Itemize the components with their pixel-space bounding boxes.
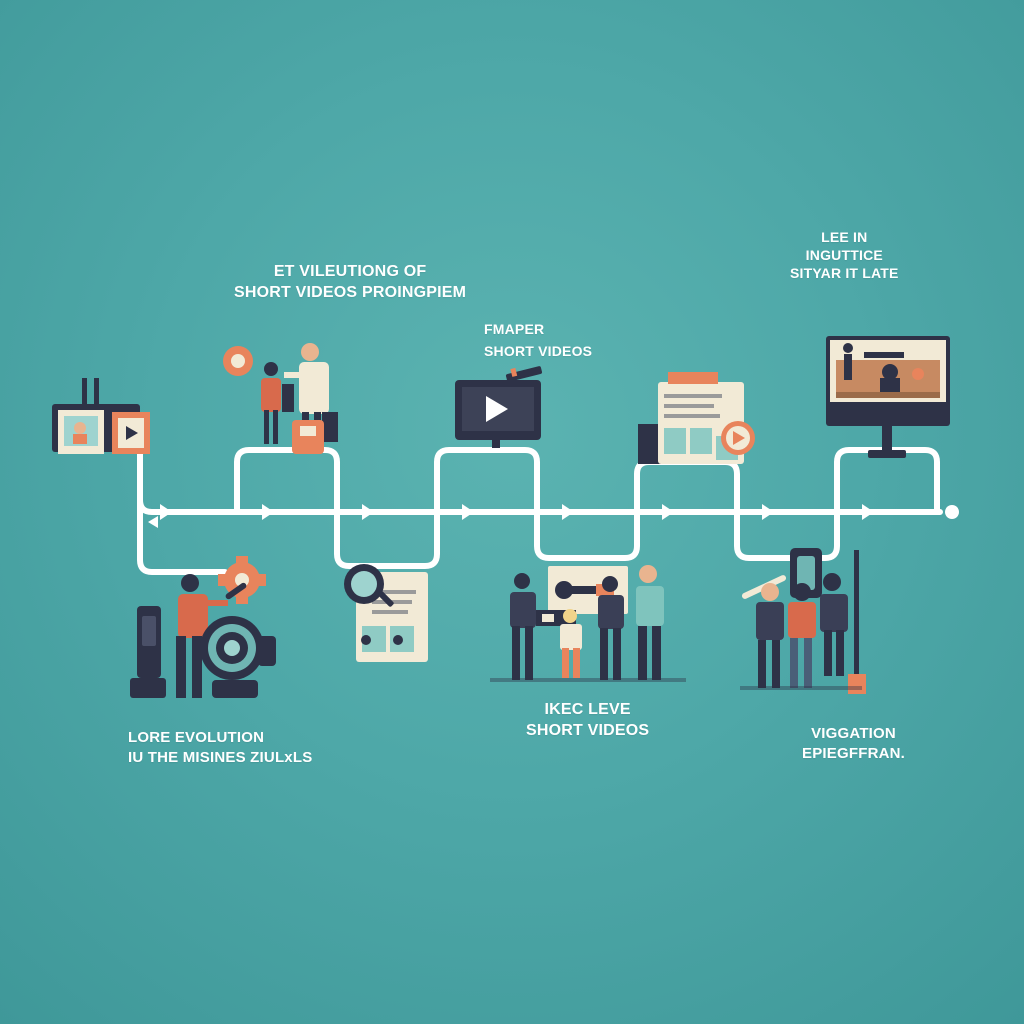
label-fmaper-line1: FMAPER (484, 321, 545, 337)
label-viggation-line2: EPIEGFFRAN. (802, 744, 906, 762)
label-leein-line1: LEE IN (821, 229, 868, 245)
play-monitor-icon (455, 366, 543, 448)
label-fmaper: FMAPER SHORT VIDEOS (484, 320, 592, 360)
camera-operator-icon (130, 556, 276, 698)
label-lore-line1: LORE EVOLUTION (128, 729, 265, 746)
team-group-icon (490, 565, 686, 682)
film-monitor-icon (826, 336, 950, 458)
label-fmaper-line2: SHORT VIDEOS (484, 343, 593, 360)
vintage-camera-photo-icon (52, 378, 150, 454)
film-crew-icon (740, 548, 866, 694)
label-ikec-line2: SHORT VIDEOS (526, 721, 650, 739)
timeline-arrows (148, 504, 874, 528)
label-ikec-line1: IKEC LEVE (544, 701, 631, 718)
label-viggation: VIGGATION EPIEGFFRAN. (802, 724, 905, 763)
label-ikec: IKEC LEVE SHORT VIDEOS (526, 700, 649, 742)
label-viggation-line1: VIGGATION (811, 725, 896, 742)
web-page-video-icon (638, 372, 755, 464)
label-lore: LORE EVOLUTION IU THE MISINES ZIULxLS (128, 728, 312, 767)
presenters-with-camera-icon (223, 343, 338, 454)
magnifier-document-icon (344, 564, 428, 662)
label-leein: LEE IN INGUTTICE SITYAR IT LATE (790, 228, 899, 283)
label-evolution-header: ET VILEUTIONG OF SHORT VIDEOS PROINGPIEM (234, 262, 466, 304)
label-lore-line2: IU THE MISINES ZIULxLS (128, 748, 313, 766)
label-evolution-line2: SHORT VIDEOS PROINGPIEM (234, 283, 467, 301)
timeline-end-dot (945, 505, 959, 519)
label-leein-line3: SITYAR IT LATE (790, 265, 899, 282)
label-leein-line2: INGUTTICE (805, 247, 883, 264)
label-evolution-line1: ET VILEUTIONG OF (273, 263, 427, 280)
